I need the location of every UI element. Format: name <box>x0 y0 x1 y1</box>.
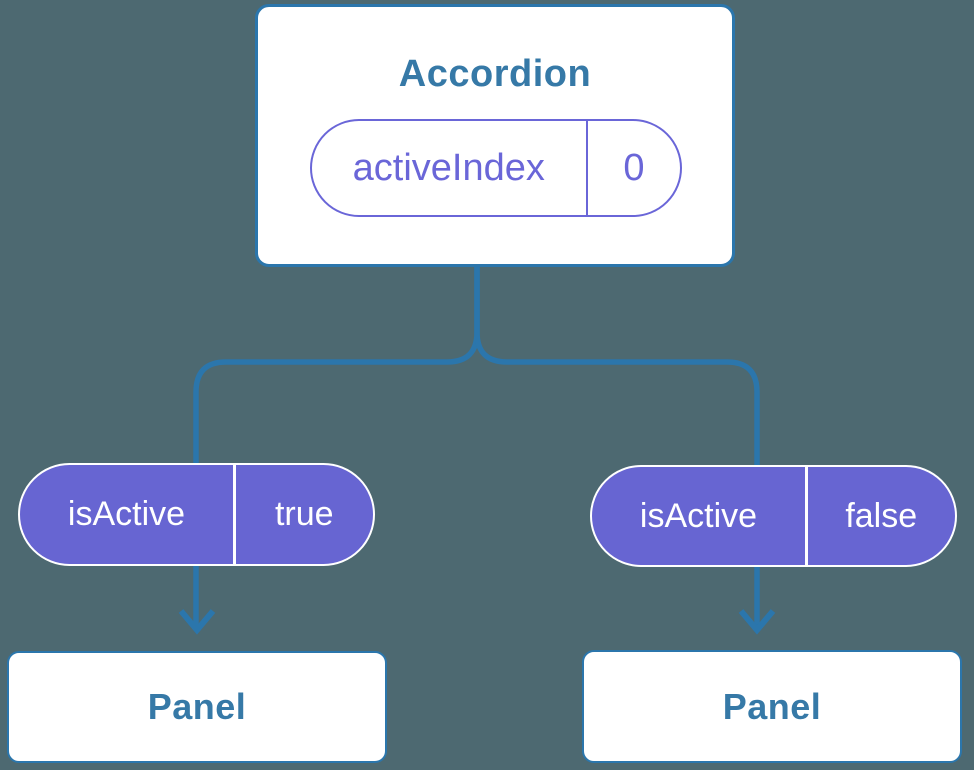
prop-name: isActive <box>67 495 186 533</box>
component-title: Panel <box>722 685 822 727</box>
arrow-down-icon <box>738 609 776 635</box>
prop-name: isActive <box>639 496 758 535</box>
prop-value: false <box>845 496 918 535</box>
component-title: Accordion <box>398 53 592 95</box>
state-value: 0 <box>623 146 645 189</box>
prop-value: true <box>274 495 334 533</box>
pill-divider <box>805 467 808 565</box>
state-name: activeIndex <box>352 146 545 189</box>
pill-divider <box>585 121 588 215</box>
arrow-down-icon <box>178 609 216 635</box>
pill-divider <box>233 465 236 564</box>
prop-pill-isactive-false: isActive false <box>590 465 957 567</box>
component-node-panel-1: Panel <box>7 651 387 763</box>
connector-root-to-left-pill <box>193 262 480 628</box>
prop-pill-isactive-true: isActive true <box>18 463 375 566</box>
connector-root-to-right-pill <box>474 262 760 628</box>
component-node-accordion: Accordion activeIndex 0 <box>255 4 735 267</box>
state-pill: activeIndex 0 <box>310 119 682 217</box>
component-title: Panel <box>147 686 247 727</box>
component-node-panel-2: Panel <box>582 650 962 763</box>
